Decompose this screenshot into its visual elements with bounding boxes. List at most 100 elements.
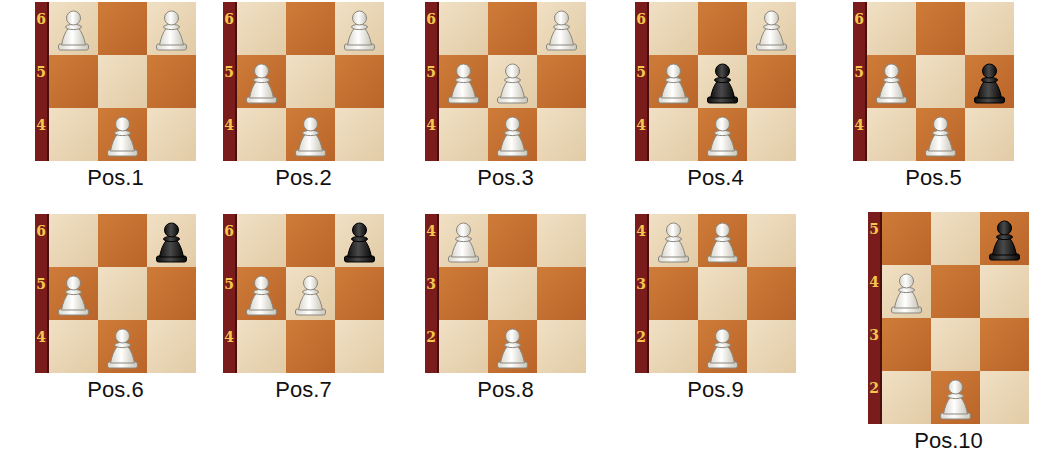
black-pawn bbox=[975, 64, 1005, 103]
white-pawn bbox=[892, 274, 922, 313]
white-pawn bbox=[498, 329, 528, 368]
board-square bbox=[335, 2, 384, 55]
board-square bbox=[867, 2, 916, 55]
board-square bbox=[537, 55, 586, 108]
strip-edge bbox=[235, 214, 237, 373]
position-caption: Pos.1 bbox=[87, 165, 143, 191]
board-square bbox=[439, 214, 488, 267]
board-square bbox=[882, 212, 931, 265]
board-square bbox=[98, 267, 147, 320]
rank-strip bbox=[223, 2, 237, 161]
board-square bbox=[649, 55, 698, 108]
white-pawn bbox=[345, 11, 375, 50]
white-pawn bbox=[708, 329, 738, 368]
board-square bbox=[335, 320, 384, 373]
board-square bbox=[867, 108, 916, 161]
rank-number: 6 bbox=[34, 222, 48, 240]
board-square bbox=[916, 55, 965, 108]
rank-number: 4 bbox=[634, 222, 648, 240]
board-square bbox=[439, 108, 488, 161]
position-caption: Pos.3 bbox=[477, 165, 533, 191]
board-square bbox=[965, 55, 1014, 108]
rank-number: 6 bbox=[222, 10, 236, 28]
board-square bbox=[649, 320, 698, 373]
board-square bbox=[747, 2, 796, 55]
rank-number: 4 bbox=[222, 328, 236, 346]
board-square bbox=[916, 108, 965, 161]
white-pawn bbox=[449, 223, 479, 262]
white-pawn bbox=[498, 64, 528, 103]
rank-number: 3 bbox=[634, 275, 648, 293]
board-square bbox=[882, 265, 931, 318]
white-pawn bbox=[59, 276, 89, 315]
board-square bbox=[698, 55, 747, 108]
board-square bbox=[439, 267, 488, 320]
position-caption: Pos.2 bbox=[275, 165, 331, 191]
rank-strip bbox=[35, 2, 49, 161]
board-square bbox=[488, 214, 537, 267]
strip-edge bbox=[437, 214, 439, 373]
rank-strip bbox=[853, 2, 867, 161]
board-square bbox=[747, 55, 796, 108]
white-pawn bbox=[296, 117, 326, 156]
board-square bbox=[965, 2, 1014, 55]
strip-edge bbox=[437, 2, 439, 161]
board-square bbox=[237, 320, 286, 373]
strip-edge bbox=[235, 2, 237, 161]
board-square bbox=[537, 320, 586, 373]
board-square bbox=[286, 108, 335, 161]
board-square bbox=[747, 108, 796, 161]
board-square bbox=[147, 108, 196, 161]
board-square bbox=[698, 214, 747, 267]
board-square bbox=[147, 320, 196, 373]
rank-number: 5 bbox=[424, 63, 438, 81]
board-square bbox=[747, 320, 796, 373]
rank-number: 4 bbox=[34, 328, 48, 346]
board-square bbox=[931, 265, 980, 318]
rank-number: 4 bbox=[34, 116, 48, 134]
white-pawn bbox=[108, 329, 138, 368]
rank-number: 4 bbox=[424, 222, 438, 240]
black-pawn bbox=[157, 223, 187, 262]
rank-strip bbox=[635, 2, 649, 161]
white-pawn bbox=[59, 11, 89, 50]
strip-edge bbox=[647, 2, 649, 161]
board-square bbox=[488, 55, 537, 108]
white-pawn bbox=[659, 64, 689, 103]
board-square bbox=[237, 2, 286, 55]
board-square bbox=[49, 320, 98, 373]
rank-number: 5 bbox=[222, 63, 236, 81]
board-square bbox=[98, 214, 147, 267]
rank-number: 4 bbox=[852, 116, 866, 134]
board-square bbox=[335, 108, 384, 161]
board-square bbox=[537, 214, 586, 267]
rank-number: 5 bbox=[634, 63, 648, 81]
rank-number: 5 bbox=[34, 63, 48, 81]
board-square bbox=[98, 108, 147, 161]
board-square bbox=[335, 267, 384, 320]
board-square bbox=[237, 214, 286, 267]
black-pawn bbox=[990, 221, 1020, 260]
board-square bbox=[49, 2, 98, 55]
rank-number: 3 bbox=[424, 275, 438, 293]
rank-number: 4 bbox=[867, 273, 881, 291]
board-square bbox=[980, 265, 1029, 318]
position-caption: Pos.10 bbox=[914, 428, 983, 454]
white-pawn bbox=[498, 117, 528, 156]
board-square bbox=[488, 108, 537, 161]
board-square bbox=[698, 108, 747, 161]
white-pawn bbox=[877, 64, 907, 103]
board-square bbox=[147, 214, 196, 267]
board-square bbox=[98, 55, 147, 108]
black-pawn bbox=[345, 223, 375, 262]
rank-number: 5 bbox=[867, 220, 881, 238]
rank-strip bbox=[635, 214, 649, 373]
board-square bbox=[931, 318, 980, 371]
white-pawn bbox=[757, 11, 787, 50]
position-caption: Pos.6 bbox=[87, 377, 143, 403]
board-square bbox=[335, 214, 384, 267]
board-square bbox=[286, 267, 335, 320]
board-square bbox=[882, 318, 931, 371]
board-square bbox=[98, 2, 147, 55]
white-pawn bbox=[449, 64, 479, 103]
